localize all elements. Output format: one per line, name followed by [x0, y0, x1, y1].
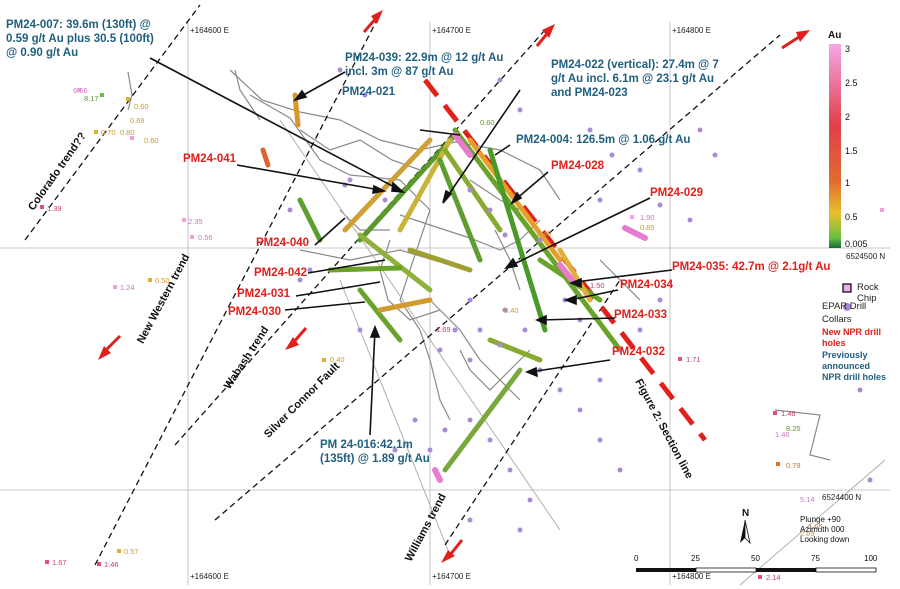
legend-tick: 1.5 — [845, 146, 858, 156]
sample-value: 0.60 — [134, 102, 149, 111]
grid-easting-label: +164600 E — [190, 26, 229, 35]
sample-value: 1.39 — [47, 204, 62, 213]
callout-pm24-022: PM24-022 (vertical): 27.4m @ 7 g/t Au in… — [551, 59, 719, 99]
callout-pm24-034: PM24-034 — [620, 279, 674, 291]
callout-pm24-033: PM24-033 — [614, 309, 668, 321]
high-grade-segments — [432, 132, 648, 483]
grid-easting-label: +164700 E — [432, 26, 471, 35]
sample-value: 1.46 — [781, 409, 796, 418]
sample-value: 5.14 — [800, 495, 815, 504]
callout-pm24-028: PM24-028 — [551, 160, 605, 172]
sample-value: 1.71 — [686, 355, 701, 364]
sample-value: 0.40 — [537, 229, 552, 238]
legend-prev-holes-2: announced — [822, 361, 871, 371]
plunge-text: Plunge +90 — [800, 515, 841, 524]
sample-value: 0.70 — [101, 128, 116, 137]
callout-pm24-007: PM24-007: 39.6m (130ft) @ 0.59 g/t Au pl… — [6, 19, 154, 59]
long-lines — [279, 119, 886, 586]
grid-northing-label: 6524500 N — [846, 252, 886, 261]
sample-value: 0.60 — [480, 118, 495, 127]
callout-pm24-040: PM24-040 — [256, 237, 310, 249]
callout-pm24-016: PM 24-016:42.1m (135ft) @ 1.89 g/t Au — [320, 439, 430, 465]
sample-value: 8.17 — [84, 94, 99, 103]
sample-value: 0.69 — [130, 116, 145, 125]
rock-chip-symbol — [842, 283, 852, 293]
sample-value: 1.67 — [52, 558, 67, 567]
legend-rock-chip: Rock Chip — [857, 282, 879, 304]
legend-new-holes-1: New NPR drill — [822, 327, 882, 337]
legend-new-holes-2: holes — [822, 338, 846, 348]
callout-pm24-041: PM24-041 — [183, 153, 237, 165]
grid-northing-label: 6524400 N — [822, 493, 862, 502]
legend-collars-2: Collars — [822, 314, 852, 325]
scale-tick: 75 — [811, 554, 820, 563]
legend-tick: 1 — [845, 178, 851, 188]
sample-value: 0.40 — [330, 355, 345, 364]
grid-easting-label: +164800 E — [672, 572, 711, 581]
callout-pm24-035: PM24-035: 42.7m @ 2.1g/t Au — [672, 261, 831, 273]
callout-arrows — [149, 57, 673, 436]
sample-value: 0.85 — [640, 223, 655, 232]
sample-value: 6.66 — [73, 86, 88, 95]
looking-text: Looking down — [800, 535, 850, 544]
au-colorbar — [829, 44, 841, 248]
grid-lines — [0, 22, 890, 585]
scale-tick: 100 — [864, 554, 878, 563]
scale-tick: 0 — [634, 554, 639, 563]
callout-pm24-030: PM24-030 — [228, 306, 282, 318]
legend-collars-1: EPAR Drill — [822, 301, 867, 312]
callout-pm24-032: PM24-032 — [612, 346, 666, 358]
rock-chips — [40, 88, 884, 579]
north-label: N — [742, 508, 750, 519]
legend-prev-holes-1: Previously — [822, 350, 868, 360]
callout-pm24-029: PM24-029 — [650, 187, 704, 199]
grid-easting-label: +164800 E — [672, 26, 711, 35]
sample-value: 0.80 — [120, 128, 135, 137]
sample-value: 0.50 — [155, 276, 170, 285]
sample-value: 1.24 — [120, 283, 135, 292]
scale-tick: 50 — [751, 554, 760, 563]
collar-symbol — [843, 303, 851, 311]
callout-pm24-004: PM24-004: 126.5m @ 1.06 g/t Au — [516, 134, 691, 146]
azimuth-text: Azimuth 000 — [800, 525, 845, 534]
legend-tick: 0.5 — [845, 212, 858, 222]
sample-value: 0.57 — [124, 547, 139, 556]
sample-value: 8.25 — [786, 424, 801, 433]
legend-tick: 2 — [845, 112, 851, 122]
legend-tick: 3 — [845, 44, 851, 54]
sample-value: 0.79 — [786, 461, 801, 470]
grid-easting-label: +164600 E — [190, 572, 229, 581]
legend-tick: 2.5 — [845, 78, 858, 88]
sample-value: 1.65 — [808, 522, 823, 531]
sample-value: 2.89 — [800, 529, 815, 538]
sample-value: 1.50 — [590, 281, 605, 290]
drill-traces — [260, 92, 623, 473]
sample-value: 1.46 — [775, 430, 790, 439]
direction-arrows — [98, 10, 810, 563]
sample-value: 1.46 — [104, 560, 119, 569]
callout-pm24-031: PM24-031 — [237, 288, 291, 300]
legend-tick: 0.005 — [845, 239, 868, 249]
sample-value: 0.56 — [198, 233, 213, 242]
grid-easting-label: +164700 E — [432, 572, 471, 581]
scale-bar — [636, 567, 877, 573]
legend-prev-holes-3: NPR drill holes — [822, 372, 887, 382]
legend-title: Au — [828, 30, 842, 41]
sample-value: 1.69 — [436, 325, 451, 334]
sample-value: 0.60 — [144, 136, 159, 145]
sample-value: 0.40 — [504, 306, 519, 315]
north-arrow — [740, 519, 751, 545]
callout-pm24-039: PM24-039: 22.9m @ 12 g/t Au incl. 3m @ 8… — [345, 52, 504, 78]
callout-pm24-042: PM24-042 — [254, 267, 308, 279]
sample-value: 2.14 — [766, 573, 781, 582]
trend-lines — [24, 4, 781, 566]
sample-value: 2.35 — [188, 217, 203, 226]
scale-tick: 25 — [691, 554, 700, 563]
drill-collars — [287, 67, 873, 533]
sample-value: 1.90 — [640, 213, 655, 222]
callout-pm24-021: PM24-021 — [342, 86, 396, 98]
